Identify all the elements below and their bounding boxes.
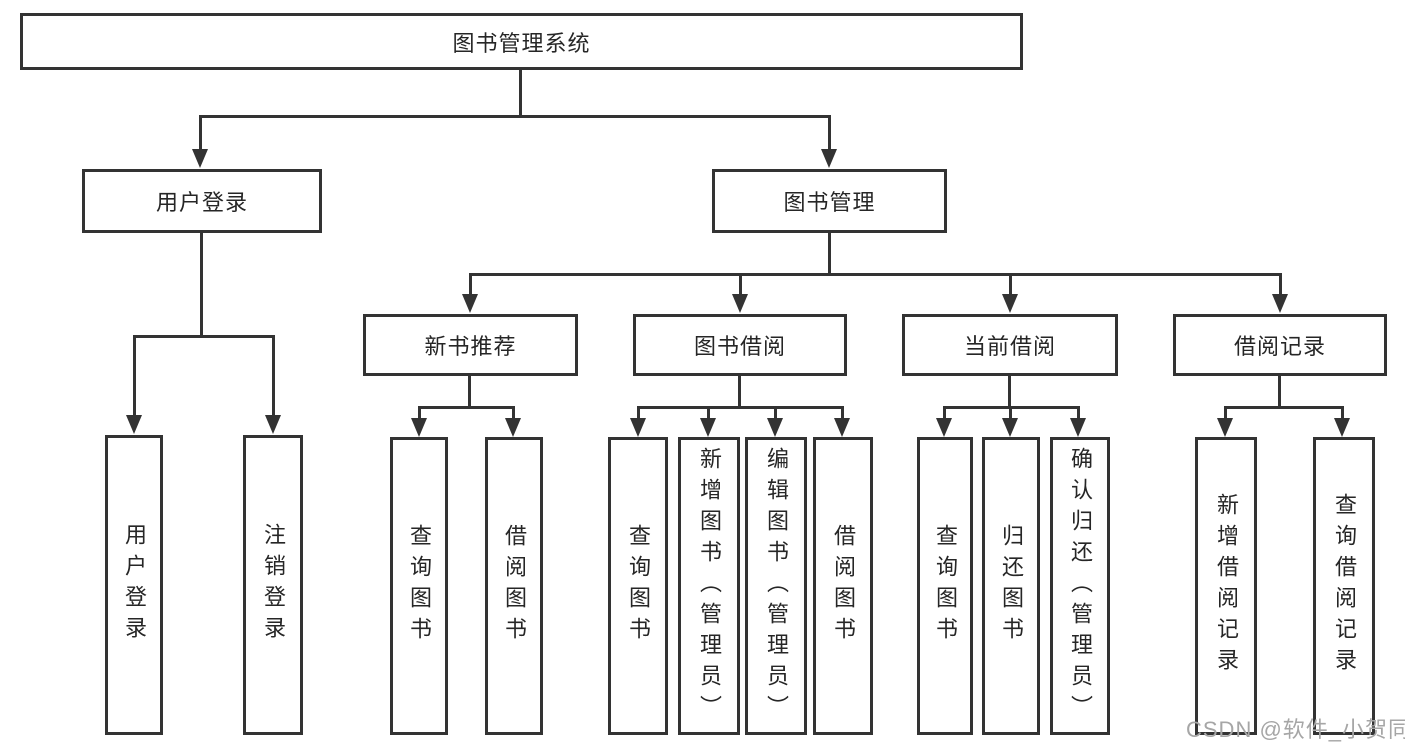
- connector-new-books-bus: [418, 406, 515, 409]
- node-book-borrow: 图书借阅: [633, 314, 847, 376]
- connector-level2-bus: [199, 115, 831, 118]
- connector-drop-leaf-logout: [272, 335, 275, 417]
- arrowhead-leaf-login: [126, 415, 142, 434]
- leaf-label: 用户登录: [122, 523, 147, 647]
- node-user-login: 用户登录: [82, 169, 322, 233]
- leaf-br-add-record: 新增借阅记录: [1195, 437, 1257, 735]
- leaf-label: 查询图书: [407, 524, 432, 648]
- node-label: 新书推荐: [424, 334, 517, 359]
- arrowhead-user-login: [192, 149, 208, 168]
- leaf-label: 借阅图书: [502, 524, 527, 648]
- connector-book-borrow-drop: [738, 376, 741, 409]
- leaf-bb-edit-books-admin: 编辑图书（管理员）: [745, 437, 807, 735]
- arrowhead-br-add: [1217, 418, 1233, 437]
- connector-user-login-drop: [200, 233, 203, 338]
- arrowhead-br-query: [1334, 418, 1350, 437]
- connector-drop-nb-borrow: [512, 406, 515, 420]
- connector-drop-bb-add: [707, 406, 710, 420]
- connector-drop-leaf-login: [133, 335, 136, 417]
- connector-drop-cb-return: [1009, 406, 1012, 420]
- leaf-label: 新增借阅记录: [1214, 493, 1239, 679]
- node-label: 图书管理系统: [452, 30, 591, 56]
- node-label: 图书借阅: [693, 334, 786, 359]
- leaf-nb-query-books: 查询图书: [390, 437, 448, 735]
- leaf-label: 查询图书: [626, 524, 651, 648]
- connector-drop-bb-edit: [774, 406, 777, 420]
- arrowhead-leaf-logout: [265, 415, 281, 434]
- arrowhead-bb-query: [630, 418, 646, 437]
- connector-level3-bus: [469, 273, 1282, 276]
- leaf-label: 编辑图书（管理员）: [764, 446, 789, 726]
- connector-new-books-drop: [468, 376, 471, 409]
- node-label: 图书管理: [783, 190, 876, 215]
- arrowhead-book-management: [821, 149, 837, 168]
- connector-borrow-records-bus: [1224, 406, 1344, 409]
- connector-drop-br-add: [1224, 406, 1227, 420]
- connector-borrow-records-drop: [1278, 376, 1281, 409]
- connector-drop-nb-query: [418, 406, 421, 420]
- leaf-label: 查询图书: [933, 524, 958, 648]
- arrowhead-cb-confirm: [1070, 418, 1086, 437]
- connector-drop-book-management: [828, 115, 831, 151]
- leaf-bb-borrow-books: 借阅图书: [813, 437, 873, 735]
- arrowhead-bb-add: [700, 418, 716, 437]
- node-book-management: 图书管理: [712, 169, 947, 233]
- arrowhead-current-borrow: [1002, 294, 1018, 313]
- leaf-cb-query-books: 查询图书: [917, 437, 973, 735]
- connector-drop-borrow-records: [1279, 273, 1282, 296]
- leaf-label: 借阅图书: [831, 524, 856, 648]
- leaf-label: 新增图书（管理员）: [697, 446, 722, 726]
- connector-drop-cb-confirm: [1077, 406, 1080, 420]
- connector-drop-new-books: [469, 273, 472, 296]
- connector-drop-bb-borrow: [841, 406, 844, 420]
- csdn-watermark: CSDN @软件_小贺同学: [1186, 717, 1405, 742]
- connector-drop-cb-query: [943, 406, 946, 420]
- leaf-label: 确认归还（管理员）: [1068, 446, 1093, 726]
- node-library-system: 图书管理系统: [20, 13, 1023, 70]
- connector-current-borrow-drop: [1008, 376, 1011, 409]
- leaf-label: 注销登录: [261, 523, 286, 647]
- leaf-cb-confirm-return-admin: 确认归还（管理员）: [1050, 437, 1110, 735]
- node-current-borrow: 当前借阅: [902, 314, 1118, 376]
- leaf-logout: 注销登录: [243, 435, 303, 735]
- node-new-book-recommend: 新书推荐: [363, 314, 578, 376]
- leaf-cb-return-books: 归还图书: [982, 437, 1040, 735]
- arrowhead-cb-query: [936, 418, 952, 437]
- arrowhead-cb-return: [1002, 418, 1018, 437]
- connector-book-management-drop: [828, 233, 831, 276]
- leaf-nb-borrow-books: 借阅图书: [485, 437, 543, 735]
- arrowhead-nb-query: [411, 418, 427, 437]
- leaf-bb-query-books: 查询图书: [608, 437, 668, 735]
- leaf-label: 查询借阅记录: [1332, 493, 1357, 679]
- connector-drop-br-query: [1341, 406, 1344, 420]
- arrowhead-book-borrow: [732, 294, 748, 313]
- node-borrow-records: 借阅记录: [1173, 314, 1387, 376]
- arrowhead-borrow-records: [1272, 294, 1288, 313]
- arrowhead-bb-borrow: [834, 418, 850, 437]
- leaf-user-login: 用户登录: [105, 435, 163, 735]
- node-label: 用户登录: [155, 190, 248, 215]
- leaf-br-query-record: 查询借阅记录: [1313, 437, 1375, 735]
- connector-drop-bb-query: [637, 406, 640, 420]
- arrowhead-new-books: [462, 294, 478, 313]
- connector-root-drop: [519, 70, 522, 118]
- connector-drop-user-login: [199, 115, 202, 151]
- connector-user-login-bus: [133, 335, 274, 338]
- connector-drop-book-borrow: [739, 273, 742, 296]
- leaf-bb-add-books-admin: 新增图书（管理员）: [678, 437, 740, 735]
- arrowhead-bb-edit: [767, 418, 783, 437]
- connector-drop-current-borrow: [1009, 273, 1012, 296]
- arrowhead-nb-borrow: [505, 418, 521, 437]
- connector-book-borrow-bus: [637, 406, 844, 409]
- leaf-label: 归还图书: [999, 524, 1024, 648]
- node-label: 借阅记录: [1233, 334, 1326, 359]
- node-label: 当前借阅: [963, 334, 1056, 359]
